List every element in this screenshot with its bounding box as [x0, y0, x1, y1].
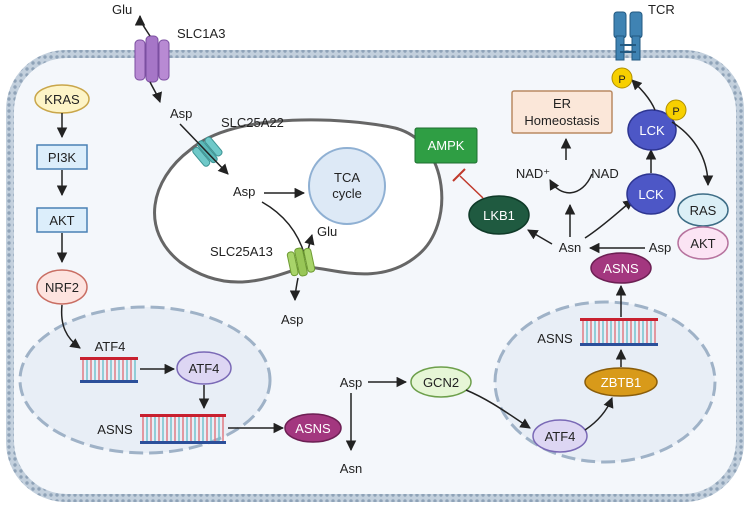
nrf2-label: NRF2 [45, 280, 79, 295]
nad-plus-label: NAD⁺ [516, 166, 550, 181]
zbtb1-label: ZBTB1 [601, 375, 641, 390]
asns-gene-right-label: ASNS [537, 331, 573, 346]
akt-right-label: AKT [690, 236, 715, 251]
ras-node [677, 193, 729, 227]
nad-label: NAD [591, 166, 618, 181]
phospho-lck-icon [665, 99, 687, 121]
asp-mito-label: Asp [233, 184, 255, 199]
atf4-gene-label: ATF4 [95, 339, 126, 354]
er-label-line2: Homeostasis [524, 113, 600, 128]
glu-export-arrow [134, 14, 151, 37]
pi3k-label: PI3K [48, 150, 77, 165]
lkb1-inhibits-ampk [459, 175, 484, 199]
lck-lower-node [626, 173, 676, 215]
nrf2-node [36, 269, 88, 305]
phospho-tcr-icon [611, 67, 633, 89]
atf4-left-node [176, 351, 232, 385]
akt-right-node [677, 226, 729, 260]
slc1a3-transporter-icon [134, 35, 170, 83]
atf4-right-label: ATF4 [545, 429, 576, 444]
pi3k-node [36, 144, 88, 170]
tca-label-line2: cycle [332, 186, 362, 201]
glu-mito-label: Glu [317, 224, 337, 239]
slc25a13-transporter-icon [286, 247, 316, 277]
er-label-line1: ER [553, 96, 571, 111]
asp-into-mito-arrow [179, 123, 229, 175]
akt-left-node [36, 207, 88, 233]
inhibition-bar [452, 168, 466, 182]
asn-mid-label: Asn [340, 461, 362, 476]
asns-left-label: ASNS [295, 421, 331, 436]
atf4-to-zbtb1-arrow [584, 397, 614, 431]
asns-gene-right-dna-icon [580, 318, 658, 346]
lck-to-tcr-arrow [631, 79, 656, 111]
asns-gene-left-dna-icon [140, 414, 226, 444]
akt-left-label: AKT [49, 213, 74, 228]
asp-mid-label: Asp [340, 375, 362, 390]
gcn2-to-atf4-arrow [465, 389, 531, 429]
asns-left-node [284, 413, 342, 443]
asp-out-arrow [289, 277, 301, 302]
atf4-right-node [532, 419, 588, 453]
tcr-label: TCR [648, 2, 675, 17]
gcn2-label: GCN2 [423, 375, 459, 390]
asn-right-label: Asn [559, 240, 581, 255]
nucleus-left [18, 305, 272, 455]
lck-upper-node [627, 109, 677, 151]
glu-top-label: Glu [112, 2, 132, 17]
asns-right-label: ASNS [603, 261, 639, 276]
lck-to-ras-arrow [671, 121, 714, 187]
er-homeostasis-node [511, 90, 613, 134]
lck-upper-label: LCK [639, 123, 665, 138]
tca-label-line1: TCA [334, 170, 360, 185]
zbtb1-node [584, 367, 658, 397]
asp-import-arrow [149, 81, 162, 103]
asns-gene-left-label: ASNS [97, 422, 133, 437]
kras-label: KRAS [44, 92, 80, 107]
lkb1-label: LKB1 [483, 208, 515, 223]
slc25a22-label: SLC25A22 [221, 115, 284, 130]
slc25a13-label: SLC25A13 [210, 244, 273, 259]
asn-to-lkb1-arrow [527, 229, 553, 245]
ampk-node [414, 127, 478, 164]
atf4-gene-dna-icon [80, 357, 138, 383]
ampk-label: AMPK [428, 138, 465, 153]
lck-lower-label: LCK [638, 187, 664, 202]
asns-right-node [590, 252, 652, 284]
asp-right-label: Asp [649, 240, 671, 255]
slc1a3-label: SLC1A3 [177, 26, 225, 41]
asp-out-label: Asp [281, 312, 303, 327]
tca-cycle [308, 147, 386, 225]
asp-cyto-label: Asp [170, 106, 192, 121]
nrf2-to-dna-arrow [60, 304, 81, 349]
phospho-tcr-label: P [618, 74, 625, 86]
nad-conversion-arrow [549, 173, 593, 194]
ras-label: RAS [690, 203, 717, 218]
gcn2-node [410, 366, 472, 398]
phospho-lck-label: P [672, 106, 679, 118]
lkb1-node [468, 195, 530, 235]
atf4-left-label: ATF4 [189, 361, 220, 376]
tcr-receptor-icon [613, 11, 643, 61]
